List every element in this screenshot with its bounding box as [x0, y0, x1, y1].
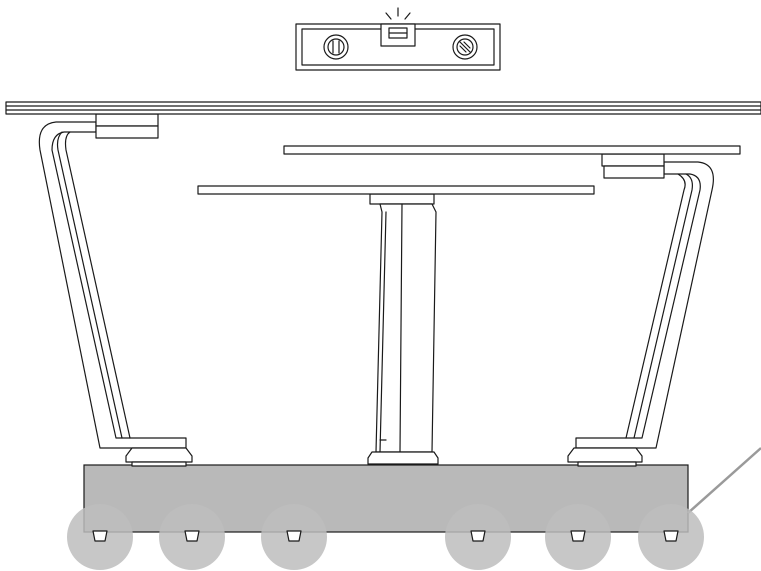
top-board-right	[283, 145, 741, 155]
leveling-foot-callout	[159, 504, 225, 570]
top-board-large	[5, 101, 761, 115]
leveling-foot-callout	[638, 504, 704, 570]
center-column-leg	[367, 193, 439, 465]
left-bent-leg	[38, 113, 193, 467]
leveling-foot-callout	[261, 504, 327, 570]
leveling-foot-callout	[67, 504, 133, 570]
top-board-middle	[197, 185, 595, 195]
right-bent-leg	[567, 153, 714, 467]
leveling-foot-callout	[545, 504, 611, 570]
leveling-foot-callout	[445, 504, 511, 570]
spirit-level-icon	[295, 7, 501, 71]
callout-pointer	[687, 447, 761, 514]
leveling-foot-callouts	[67, 504, 704, 570]
